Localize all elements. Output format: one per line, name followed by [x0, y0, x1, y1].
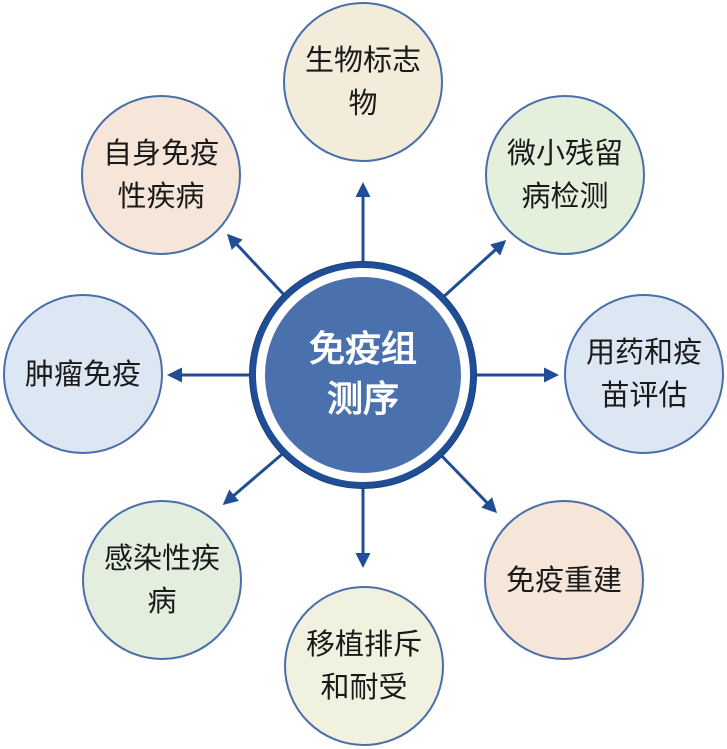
node-label: 肿瘤免疫 — [24, 356, 141, 391]
node-transplant: 移植排斥和耐受 — [284, 586, 444, 746]
node-tumor: 肿瘤免疫 — [3, 294, 163, 454]
node-autoimmune: 自身免疫性疾病 — [81, 95, 241, 255]
arrow-up-left — [226, 233, 289, 300]
arrow-up-right — [438, 239, 507, 302]
node-drug-vaccine: 用药和疫苗评估 — [564, 294, 724, 454]
node-biomarker: 生物标志物 — [283, 2, 443, 162]
node-label: 生物标志物 — [304, 43, 421, 120]
node-label: 用药和疫苗评估 — [585, 335, 702, 412]
node-label: 移植排斥和耐受 — [305, 627, 422, 704]
node-label: 微小残留病检测 — [506, 136, 623, 213]
arrow-down-left — [222, 448, 288, 505]
node-label: 感染性疾病 — [103, 541, 220, 618]
node-mrd: 微小残留病检测 — [485, 95, 645, 255]
node-label: 自身免疫性疾病 — [102, 136, 219, 213]
node-immune-reconstitution: 免疫重建 — [484, 500, 644, 660]
center-label: 免疫组测序 — [308, 329, 417, 420]
center-node: 免疫组测序 — [256, 268, 470, 482]
node-infectious: 感染性疾病 — [82, 500, 242, 660]
arrow-down-right — [435, 449, 498, 514]
node-label: 免疫重建 — [505, 562, 622, 597]
